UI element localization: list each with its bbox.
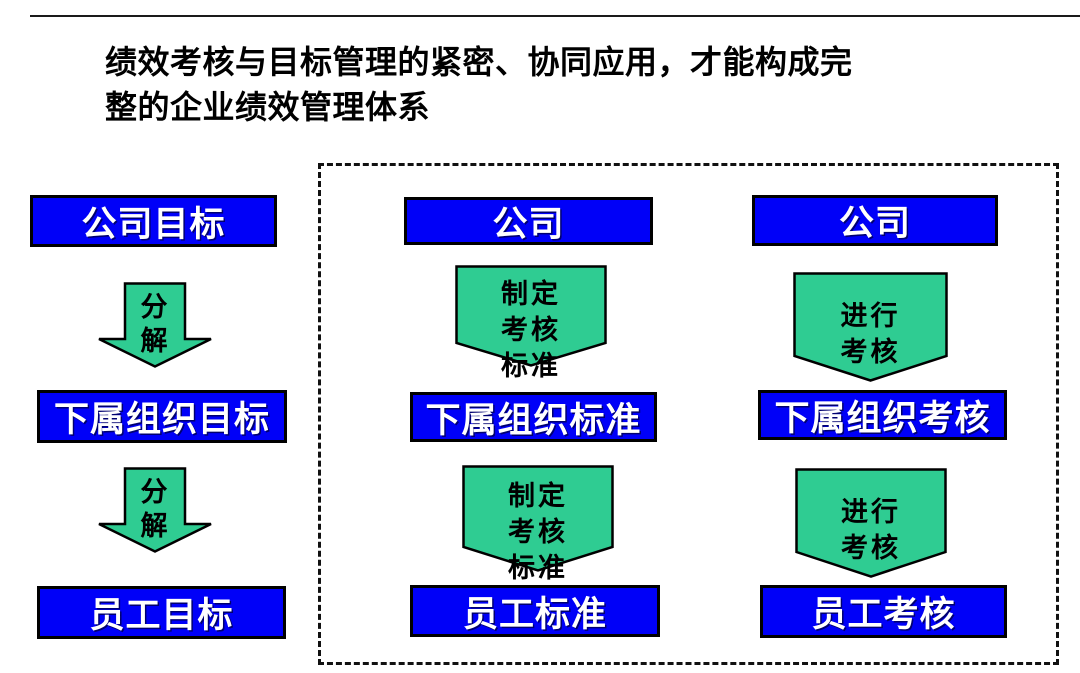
set-standard-label: 制定 考核 标准 xyxy=(508,481,568,583)
box-suborg-assess: 下属组织考核 xyxy=(758,390,1007,440)
top-divider-rule xyxy=(30,15,1080,17)
box-employee-assess: 员工考核 xyxy=(760,585,1007,638)
box-suborg-standard: 下属组织标准 xyxy=(410,392,657,442)
set-standard-label: 制定 考核 标准 xyxy=(501,279,561,381)
box-company-goal: 公司目标 xyxy=(30,195,277,247)
assess-pentagon-arrow-icon xyxy=(793,272,948,382)
box-employee-standard: 员工标准 xyxy=(410,585,660,637)
slide-title: 绩效考核与目标管理的紧密、协同应用，才能构成完 整的企业绩效管理体系 xyxy=(105,44,853,126)
decompose-label: 分 解 xyxy=(140,292,170,356)
box-suborg-goal: 下属组织目标 xyxy=(37,390,287,443)
decompose-down-arrow-icon xyxy=(97,282,213,368)
box-company-assess: 公司 xyxy=(752,195,998,246)
assess-label: 进行 考核 xyxy=(841,497,901,563)
assess-pentagon-arrow-icon xyxy=(795,468,947,578)
assess-label: 进行 考核 xyxy=(840,301,901,367)
set-standard-pentagon-arrow-icon xyxy=(455,265,607,367)
box-company-standard: 公司 xyxy=(404,197,653,245)
set-standard-pentagon-arrow-icon xyxy=(462,465,614,572)
decompose-down-arrow-icon xyxy=(97,467,213,553)
box-employee-goal: 员工目标 xyxy=(37,586,286,639)
decompose-label: 分 解 xyxy=(140,477,170,541)
assessment-scope-frame xyxy=(318,163,1059,665)
